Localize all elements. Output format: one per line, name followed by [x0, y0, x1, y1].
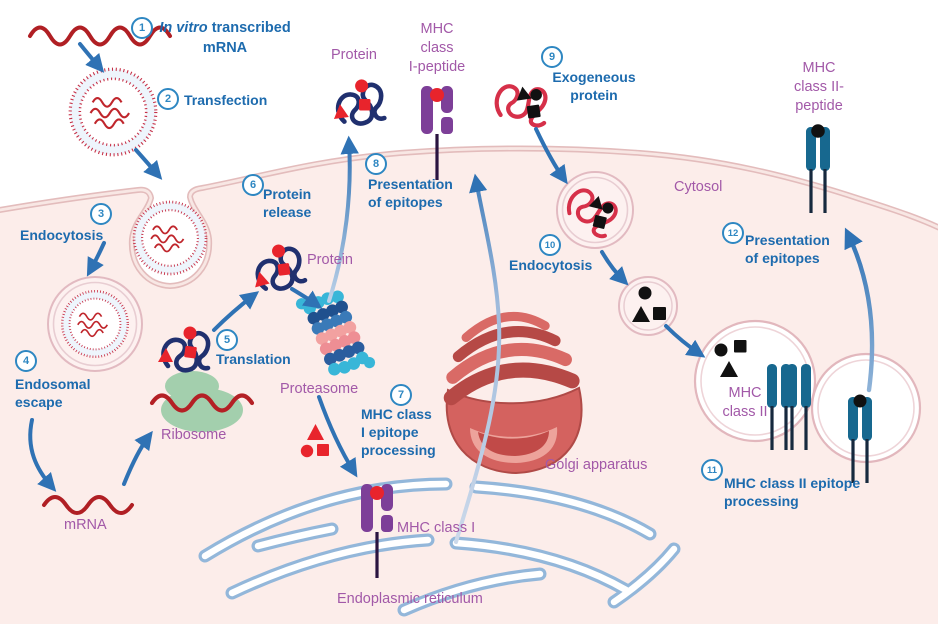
- arrow-mrna-to-ribosome: [122, 430, 153, 486]
- proteasome-label: Proteasome: [280, 381, 359, 397]
- arrow-proteasome-to-er: [317, 395, 358, 478]
- step10-badge: 10: [539, 234, 561, 256]
- step12-badge: 12: [722, 222, 744, 244]
- arrow-vesicle-to-epitopes: [600, 250, 629, 286]
- step7-badge: 7: [390, 384, 412, 406]
- arrow-mrna-to-lnp: [78, 42, 105, 73]
- step8-badge: 8: [365, 153, 387, 175]
- arrow-lnp-to-membrane: [134, 148, 163, 180]
- protein-cytosol-label: Protein: [307, 252, 353, 268]
- cell-membrane: [0, 145, 938, 290]
- flow-arrows: [28, 42, 875, 544]
- mhc2-peptide-dot-icon: [811, 124, 825, 138]
- lipid-nanoparticle-icon: [68, 67, 158, 157]
- arrow-exoprotein-endocytosis: [534, 127, 568, 185]
- mhc-class-i-label: MHC class I: [397, 520, 476, 536]
- arrow-endosomal-escape: [28, 418, 57, 492]
- step6-badge: 6: [242, 174, 264, 196]
- arrow-compartment-to-surface: [844, 227, 875, 393]
- mrna-label: mRNA: [64, 517, 107, 533]
- step3-badge: 3: [90, 203, 112, 225]
- step5-badge: 5: [216, 329, 238, 351]
- arrow-epitopes-to-compartment: [664, 324, 706, 358]
- proteasome-icon: [295, 290, 376, 376]
- step3-label: Endocytosis: [20, 227, 104, 243]
- ribosome-icon: [149, 371, 255, 432]
- cytosol-label: Cytosol: [674, 179, 723, 195]
- black-epitopes-vesicle-icon: [632, 286, 666, 322]
- arrow-protein-to-proteasome: [290, 287, 323, 309]
- step9-badge: 9: [541, 46, 563, 68]
- endoplasmic-reticulum-label: Endoplasmic reticulum: [337, 591, 483, 607]
- protein-extracellular-label: Protein: [331, 47, 377, 63]
- endoplasmic-reticulum-icon: [198, 477, 681, 617]
- red-epitopes-icon: [300, 424, 329, 458]
- step5-label: Translation: [216, 351, 291, 367]
- arrow-er-to-surface: [454, 173, 502, 544]
- ribosome-label: Ribosome: [161, 427, 227, 443]
- step2-badge: 2: [157, 88, 179, 110]
- released-protein-icon: [329, 77, 385, 127]
- step11-badge: 11: [701, 459, 723, 481]
- mrna-strand-icon: [28, 25, 172, 47]
- step2-label: Transfection: [184, 92, 268, 108]
- lipid-nanoparticle-in-pit-icon: [132, 200, 208, 276]
- step1-label: In vitro transcribed mRNA: [159, 20, 291, 56]
- golgi-label: Golgi apparatus: [545, 457, 648, 473]
- lipid-nanoparticle-in-endosome-icon: [60, 289, 130, 359]
- step1-badge: 1: [131, 17, 153, 39]
- step10-label: Endocytosis: [509, 257, 593, 273]
- mhc2-loaded-dot-icon: [853, 394, 867, 408]
- arrow-protein-release: [327, 135, 359, 303]
- arrow-translation-to-protein: [212, 291, 260, 332]
- step4-badge: 4: [15, 350, 37, 372]
- exogenous-protein-icon: [494, 81, 549, 130]
- arrow-endocytosis: [86, 241, 106, 277]
- black-epitopes-compartment-icon: [714, 340, 747, 377]
- free-mrna-icon: [42, 495, 134, 515]
